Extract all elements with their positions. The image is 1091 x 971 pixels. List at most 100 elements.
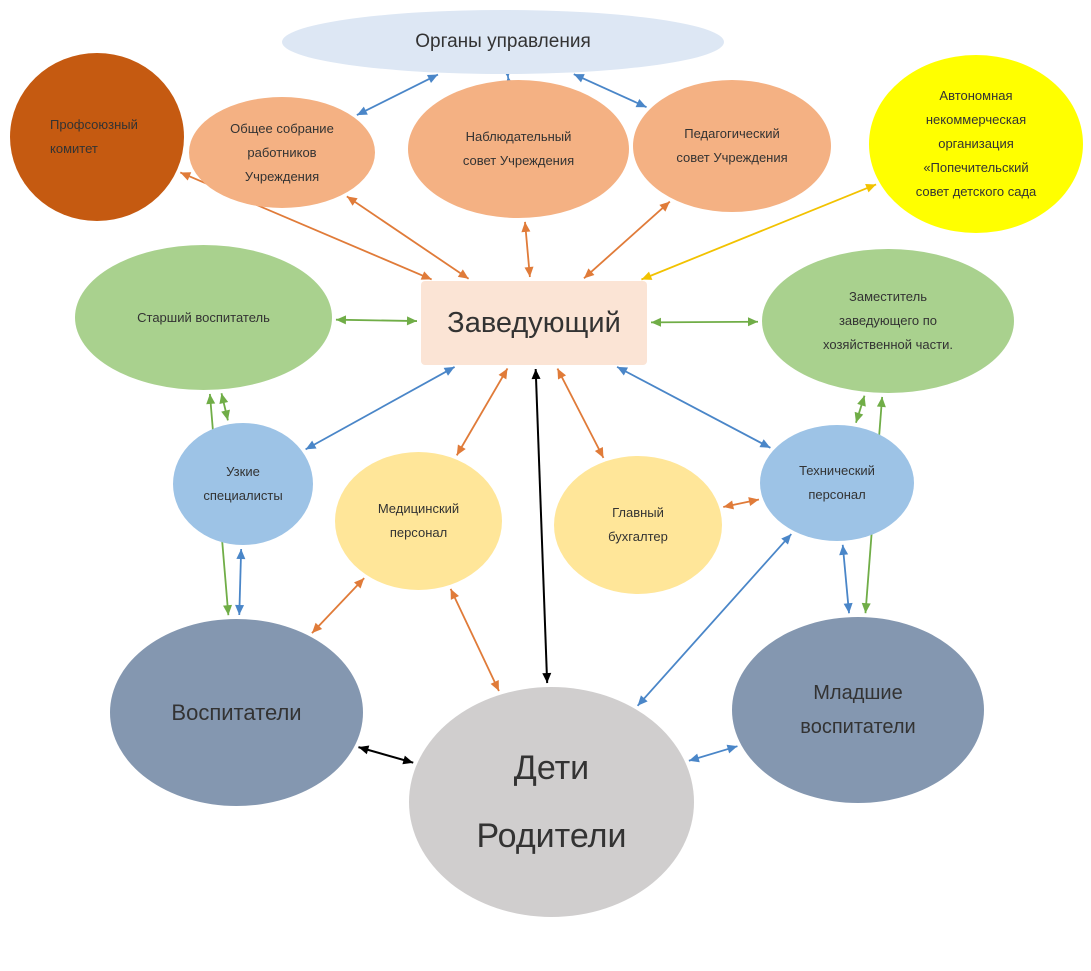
node-label: Главный бухгалтер [608, 505, 668, 544]
connector-organy-obshchee [356, 73, 439, 116]
arrow-head [542, 672, 552, 684]
arrow-head [358, 745, 370, 755]
arrow-head [723, 500, 734, 510]
node-organy-upravleniya: Органы управления [282, 10, 724, 74]
connector-zav-zam [650, 320, 759, 324]
arrow-head [650, 317, 662, 327]
arrow-head [747, 317, 759, 327]
arrow-head [426, 74, 438, 84]
arrow-head [688, 753, 700, 763]
arrow-head [641, 271, 653, 280]
arrow-head [235, 604, 245, 616]
arrow-head [457, 269, 469, 279]
node-uzkie-spetsialisty: Узкие специалисты [173, 423, 313, 545]
connector-zav-med [455, 368, 509, 456]
arrow-head [311, 622, 323, 634]
node-label: Автономная некоммерческая организация «П… [915, 88, 1037, 199]
arrow-head [857, 395, 866, 407]
arrow-head [839, 544, 849, 556]
arrow-head [305, 440, 317, 450]
connector-tech-mladshie [841, 544, 850, 614]
connector-zav-deti [534, 368, 549, 684]
arrow-head [335, 315, 347, 325]
arrow-head [843, 602, 853, 614]
connector-zav-obshchee [346, 195, 470, 280]
connector-organy-pedsovet [573, 73, 647, 109]
arrow-head [876, 396, 886, 408]
arrow-head [346, 196, 358, 206]
arrow-head [583, 268, 595, 279]
arrow-head [781, 534, 792, 545]
arrow-head [524, 266, 534, 278]
arrow-head [521, 221, 531, 233]
arrow-head [498, 368, 508, 380]
arrow-head [456, 444, 466, 456]
arrow-head [748, 497, 759, 506]
arrow-head [356, 106, 368, 116]
arrow-head [726, 744, 738, 754]
node-starshy-vospitatel: Старший воспитатель [75, 245, 332, 390]
connector-uzkie-vosp [238, 548, 243, 616]
node-label: Узкие специалисты [203, 464, 283, 503]
arrow-head [573, 74, 585, 83]
node-pedagogichesky-sovet: Педагогический совет Учреждения [633, 80, 831, 212]
node-profsoyuzny-komitet: Профсоюзный комитет [10, 53, 184, 221]
node-nablyudatelny-sovet: Наблюдательный совет Учреждения [408, 80, 629, 218]
connector-zav-buh [556, 368, 605, 459]
arrow-head [854, 411, 864, 423]
arrow-head [865, 184, 877, 193]
arrow-head [490, 679, 499, 691]
node-label: Медицинский персонал [377, 501, 460, 540]
node-label: Органы управления [415, 31, 591, 52]
connector-zav-uzkie [305, 366, 456, 451]
node-label: Профсоюзный комитет [50, 117, 138, 156]
connector-zav-tech [616, 366, 771, 449]
node-ano-popechitelsky-sovet: Автономная некоммерческая организация «П… [869, 55, 1083, 233]
node-glavny-bukhgalter: Главный бухгалтер [554, 456, 722, 594]
connector-tech-deti [636, 533, 792, 707]
node-mladshie-vospitateli: Младшие воспитатели [732, 617, 984, 803]
node-vospitateli: Воспитатели [110, 619, 363, 806]
node-obshchee-sobranie: Общее собрание работников Учреждения [189, 97, 375, 208]
arrow-head [635, 98, 647, 108]
node-zamestitel-zaveduyushchego: Заместитель заведующего по хозяйственной… [762, 249, 1014, 393]
arrow-head [402, 755, 414, 765]
arrow-head [354, 578, 365, 589]
arrow-head [223, 604, 233, 616]
node-label: Наблюдательный совет Учреждения [462, 129, 575, 168]
node-label: Заведующий [447, 306, 621, 339]
node-meditsinsky-personal: Медицинский персонал [335, 452, 502, 590]
node-label: Воспитатели [171, 699, 302, 725]
arrow-head [557, 368, 567, 380]
arrow-head [450, 588, 459, 600]
arrow-head [531, 368, 541, 380]
connector-med-deti [449, 588, 500, 692]
node-label: Младшие воспитатели [800, 682, 916, 738]
connector-med-vosp [311, 577, 365, 634]
arrow-head [443, 366, 455, 376]
connector-zav-pedsovet [583, 200, 671, 280]
arrow-head [759, 439, 771, 448]
connector-zav-ano [641, 183, 877, 281]
connector-zav-starshiy [335, 318, 418, 322]
arrow-head [180, 172, 192, 181]
arrow-head [659, 201, 670, 212]
arrow-head [861, 602, 871, 614]
arrow-head [420, 271, 432, 280]
arrow-head [406, 316, 418, 326]
arrow-head [221, 409, 230, 421]
node-label: Заместитель заведующего по хозяйственной… [823, 289, 953, 352]
arrow-head [219, 393, 229, 405]
node-tekhnichesky-personal: Технический персонал [760, 425, 914, 541]
node-label: Старший воспитатель [137, 310, 270, 325]
node-label: Общее собрание работников Учреждения [230, 120, 334, 184]
node-label: Дети Родители [476, 749, 627, 855]
arrow-head [236, 548, 246, 560]
node-deti-roditeli: Дети Родители [409, 687, 694, 917]
arrow-head [206, 393, 216, 405]
arrow-head [594, 446, 604, 458]
arrow-head [637, 695, 648, 706]
node-label: Педагогический совет Учреждения [676, 126, 788, 165]
arrow-head [617, 366, 629, 376]
